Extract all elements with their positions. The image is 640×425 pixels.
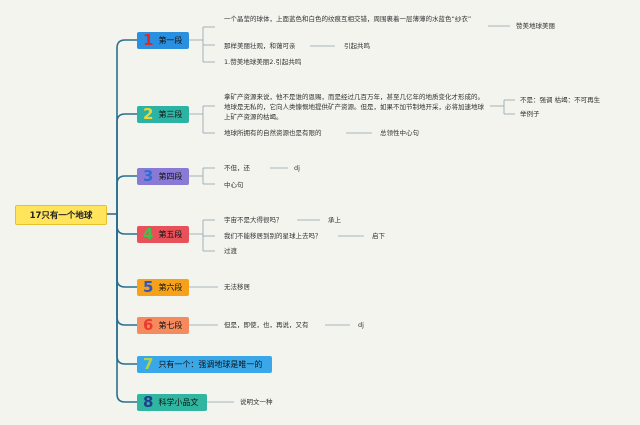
branch-label: 第一段 [158, 35, 183, 45]
branch-number: 7 [143, 354, 154, 373]
leaf-b1-summary[interactable]: 1.赞美地球美丽2.引起共鸣 [224, 58, 302, 66]
branch-number: 5 [143, 277, 154, 296]
branch-connector-4 [116, 214, 137, 235]
branch-label: 第六段 [158, 282, 183, 292]
leaf-b2-paragraph[interactable]: 拿矿产资源来说，他不是谁的恩赐，而是经过几百万年，甚至几亿年的地质变化才形成的。… [224, 93, 484, 121]
branch-label: 科学小品文 [158, 397, 199, 407]
note-b1-resonance[interactable]: 引起共鸣 [344, 42, 370, 50]
note-b2-not[interactable]: 不是：强调 枯竭：不可再生 [520, 96, 601, 104]
leaf-b4-transition[interactable]: 过渡 [224, 247, 237, 255]
leaf-b4-universe[interactable]: 宇宙不是大得很吗？ [224, 216, 283, 224]
leaf-b4-migrate[interactable]: 我们不能移居到别的星球上去吗？ [224, 232, 322, 240]
branch-label: 第三段 [158, 109, 183, 119]
branch-number: 8 [143, 392, 154, 411]
branch-node-2[interactable]: 2 第三段 [137, 104, 189, 123]
branch-label: 只有一个：强调地球是唯一的 [158, 359, 263, 369]
note-b6-dj[interactable]: dj [358, 321, 364, 329]
branch-node-5[interactable]: 5 第六段 [137, 277, 189, 296]
branch-node-6[interactable]: 6 第七段 [137, 315, 189, 334]
branch-node-3[interactable]: 3 第四段 [137, 166, 189, 185]
note-b1-praise[interactable]: 赞美地球美丽 [516, 22, 555, 30]
note-b2-central[interactable]: 总领性中心句 [380, 129, 419, 137]
branch-number: 4 [143, 224, 154, 243]
leaf-b3-central[interactable]: 中心句 [224, 181, 244, 189]
branch-number: 2 [143, 104, 154, 123]
branch-connector-2 [116, 113, 137, 214]
branch-connector-6 [116, 214, 137, 326]
leaf-b3-conj[interactable]: 不但，还 [224, 164, 250, 172]
leaf-b1-description[interactable]: 一个晶莹的球体，上面蓝色和白色的纹痕互相交错，周围裹着一层薄薄的水蓝色“纱衣” [224, 15, 472, 23]
branch-node-4[interactable]: 4 第五段 [137, 224, 189, 243]
leaf-b5-cannot[interactable]: 无法移居 [224, 283, 250, 291]
branch-connector-7 [116, 214, 137, 365]
branch-connector-5 [116, 214, 137, 288]
branch-number: 1 [143, 30, 154, 49]
note-b4-prev[interactable]: 承上 [328, 216, 341, 224]
branch-number: 3 [143, 166, 154, 185]
leaf-b8-type[interactable]: 说明文一种 [240, 398, 273, 406]
leaf-b6-conj[interactable]: 但是，即使，也，再说，又有 [224, 321, 309, 329]
branch-connector-3 [116, 175, 137, 214]
branch-connector-8 [116, 214, 137, 403]
branch-node-7[interactable]: 7 只有一个：强调地球是唯一的 [137, 354, 272, 373]
branch-node-8[interactable]: 8 科学小品文 [137, 392, 207, 411]
branch-label: 第五段 [158, 229, 183, 239]
leaf-b1-beauty[interactable]: 那样美丽壮观，和蔼可亲 [224, 42, 296, 50]
branch-number: 6 [143, 315, 154, 334]
note-b2-example[interactable]: 举例子 [520, 110, 540, 118]
root-topic[interactable]: 17只有一个地球 [15, 205, 107, 225]
note-b3-dj[interactable]: dj [294, 164, 300, 172]
branch-label: 第四段 [158, 171, 183, 181]
branch-node-1[interactable]: 1 第一段 [137, 30, 189, 49]
leaf-b2-finite[interactable]: 地球所拥有的自然资源也是有限的 [224, 129, 322, 137]
branch-label: 第七段 [158, 320, 183, 330]
branch-connector-1 [116, 39, 137, 214]
note-b4-next[interactable]: 启下 [372, 232, 385, 240]
